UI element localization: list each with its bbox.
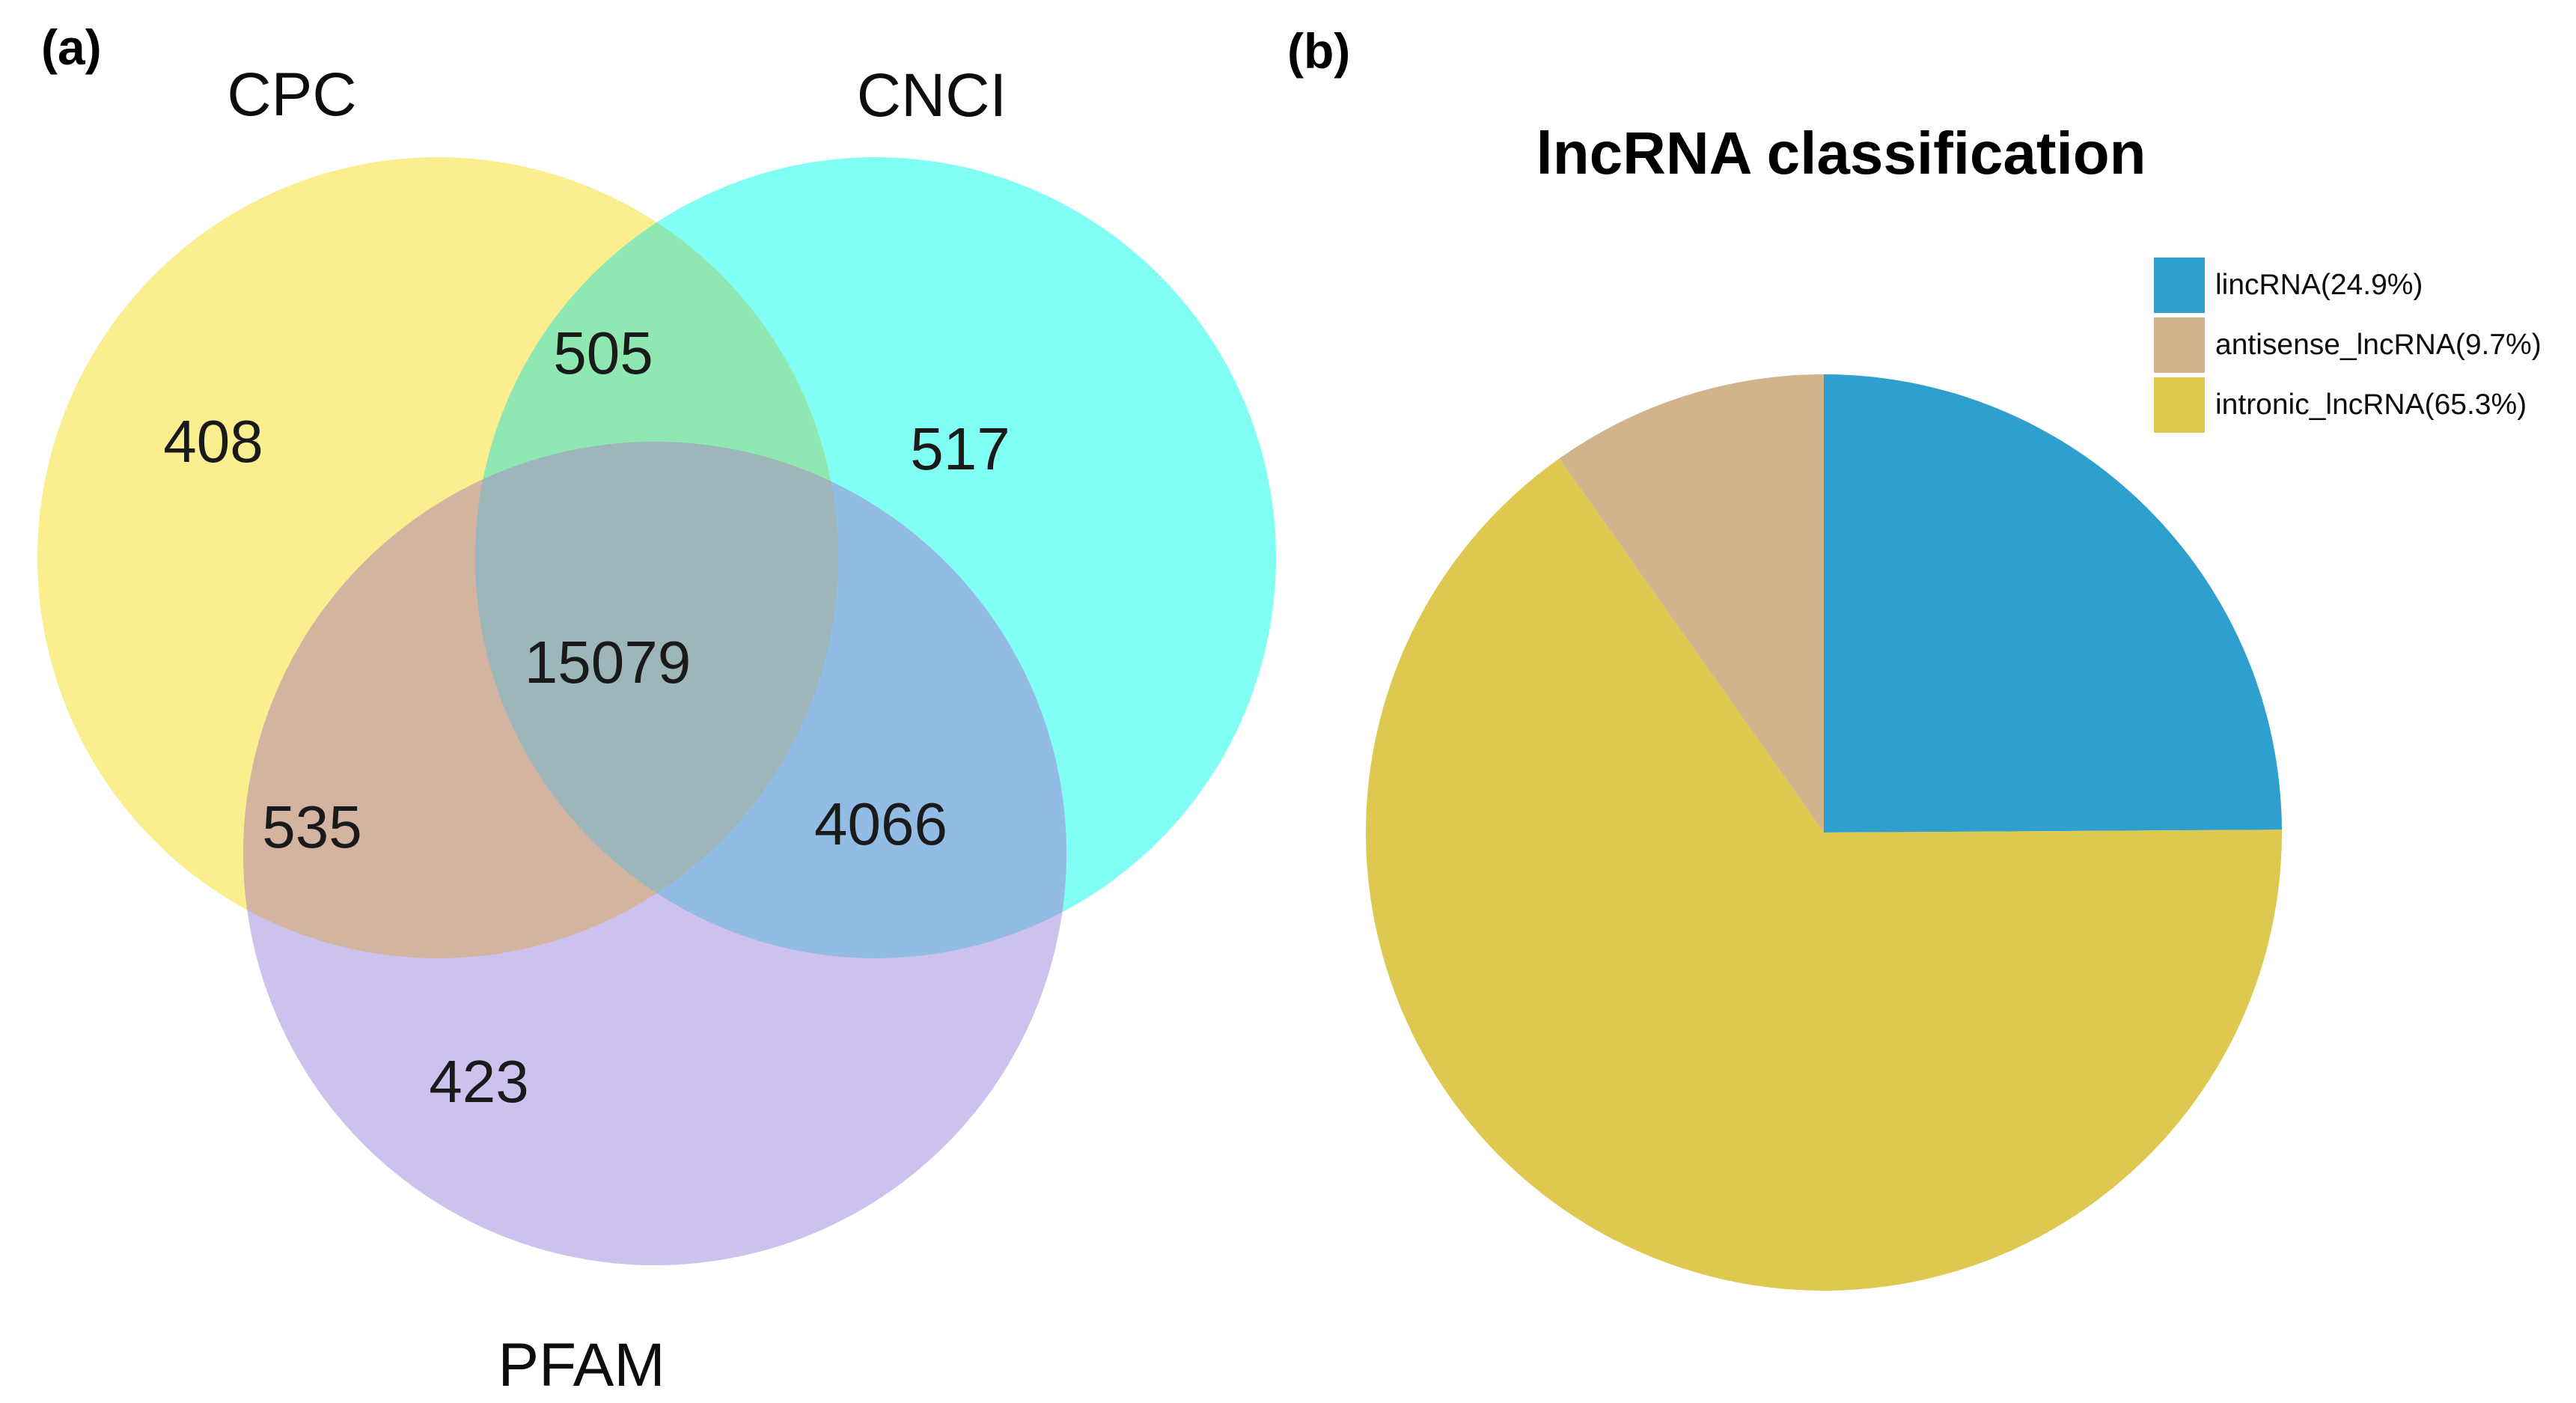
venn-diagram: [37, 157, 1276, 1265]
legend-item-antisense-lncrna: antisense_lncRNA(9.7%): [2154, 317, 2542, 373]
venn-count-pfam-only: 423: [429, 1048, 529, 1115]
venn-overlap-center: [475, 442, 838, 958]
legend-swatch-intronic-lncrna-icon: [2154, 377, 2205, 433]
venn-count-center: 15079: [524, 629, 692, 696]
pie-slice-antisense-lncrna: [1559, 374, 1824, 833]
legend-item-intronic-lncrna: intronic_lncRNA(65.3%): [2154, 377, 2542, 433]
panel-b-label: (b): [1287, 23, 1351, 79]
venn-set-label-cnci: CNCI: [856, 61, 1007, 130]
legend-label-intronic-lncrna: intronic_lncRNA(65.3%): [2215, 389, 2527, 421]
venn-set-label-cpc: CPC: [227, 61, 357, 129]
venn-count-cpc-only: 408: [163, 408, 263, 475]
pie-slice-lincrna: [1824, 374, 2282, 833]
venn-count-cpc-cnci: 505: [553, 320, 653, 386]
venn-set-label-pfam: PFAM: [498, 1331, 665, 1399]
legend-item-lincrna: lincRNA(24.9%): [2154, 258, 2542, 313]
pie-chart-title: lncRNA classification: [1536, 120, 2146, 186]
pie-slice-intronic-lncrna: [1366, 458, 2283, 1291]
legend-label-lincrna: lincRNA(24.9%): [2215, 269, 2423, 301]
pie-chart: [1366, 374, 2283, 1291]
legend-swatch-lincrna-icon: [2154, 258, 2205, 313]
legend-swatch-antisense-lncrna-icon: [2154, 317, 2205, 373]
pie-legend: lincRNA(24.9%) antisense_lncRNA(9.7%) in…: [2154, 258, 2542, 433]
venn-count-cnci-pfam: 4066: [814, 791, 947, 857]
venn-count-cnci-only: 517: [910, 416, 1010, 482]
legend-label-antisense-lncrna: antisense_lncRNA(9.7%): [2215, 329, 2542, 361]
venn-count-cpc-pfam: 535: [262, 794, 362, 860]
panel-a-label: (a): [41, 19, 102, 75]
